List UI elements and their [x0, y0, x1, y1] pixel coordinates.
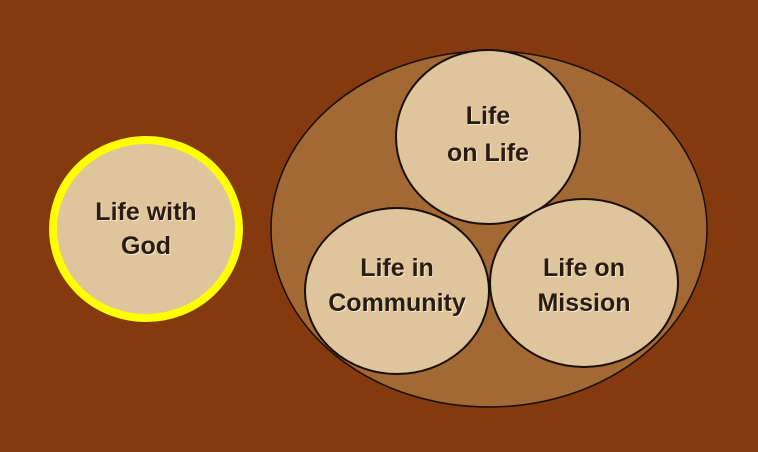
life-on-mission-line1: Life on	[543, 254, 625, 282]
life-on-life-node: Life Life on Life on Life	[395, 49, 581, 225]
life-in-community-line2: Community	[328, 289, 466, 317]
life-on-mission-circle	[489, 198, 679, 368]
life-with-god-line2: God	[121, 232, 171, 260]
life-on-life-line1: Life	[466, 102, 511, 130]
life-with-god-circle	[49, 136, 243, 322]
life-on-mission-line2: Mission	[537, 289, 630, 317]
life-on-life-line2: on Life	[447, 139, 529, 167]
life-in-community-line2-shadow: Community	[329, 290, 467, 318]
life-on-life-line2-shadow: on Life	[448, 140, 530, 168]
life-with-god-line2-shadow: God	[122, 233, 172, 261]
life-on-life-line1-shadow: Life	[467, 103, 512, 131]
life-with-god-line1-shadow: Life with	[96, 199, 197, 227]
life-with-god-line1: Life with	[95, 198, 196, 226]
life-on-mission-node: Life on Life on Mission Mission	[489, 198, 679, 368]
life-in-community-line1-shadow: Life in	[361, 255, 435, 283]
life-on-life-circle	[395, 49, 581, 225]
life-with-god-node: Life with Life with God God	[49, 136, 243, 322]
life-in-community-node: Life in Life in Community Community	[304, 207, 490, 375]
life-in-community-circle	[304, 207, 490, 375]
life-on-mission-line1-shadow: Life on	[544, 255, 626, 283]
life-in-community-line1: Life in	[360, 254, 434, 282]
life-on-mission-line2-shadow: Mission	[538, 290, 631, 318]
